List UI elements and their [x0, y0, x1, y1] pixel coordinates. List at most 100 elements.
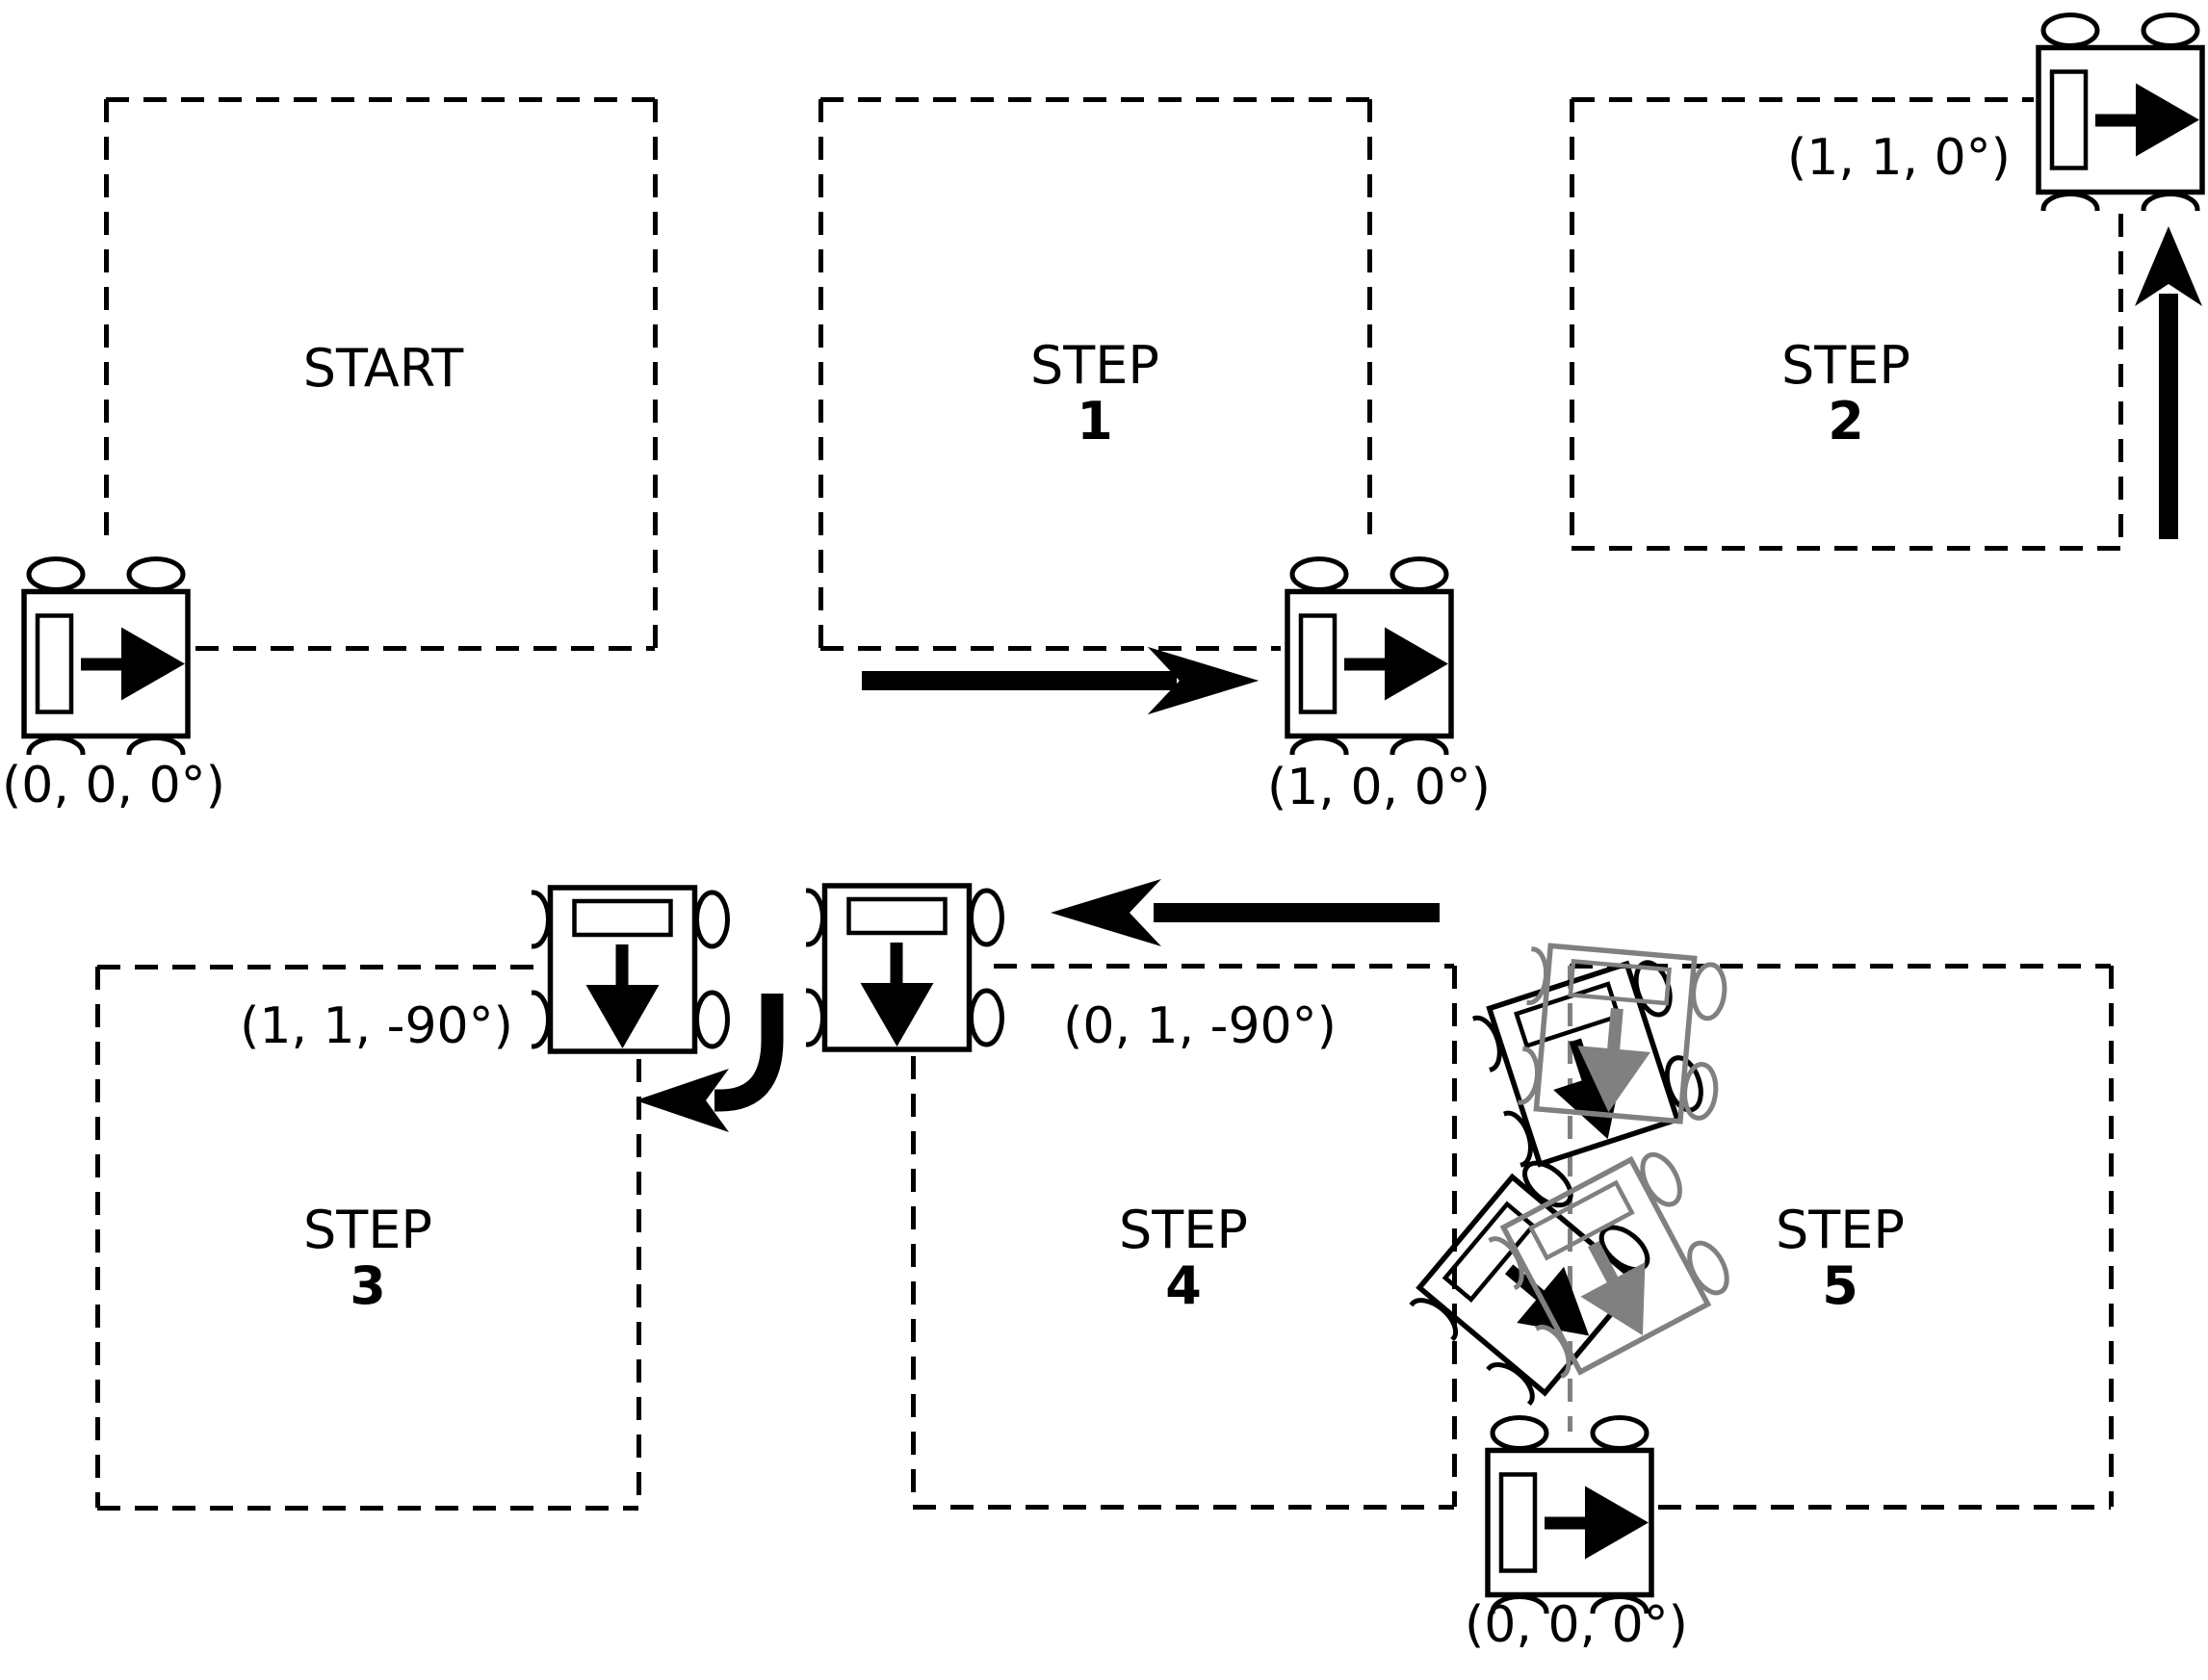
wheel-icon [1289, 556, 1349, 592]
start-pose-label: (0, 0, 0°) [2, 757, 225, 814]
wheel-icon [126, 556, 186, 592]
robot-body [1499, 1155, 1712, 1376]
step2-title: STEP [1781, 335, 1910, 396]
robot-step5-ghost-2 [1517, 943, 1727, 1124]
wheel-icon [1590, 1415, 1650, 1451]
wheel-icon [806, 888, 825, 947]
robot-step1 [1285, 556, 1454, 755]
step3-number: 3 [350, 1255, 386, 1316]
step1-square-top [820, 97, 1369, 102]
robot-step2 [2036, 13, 2205, 211]
heading-arrow-icon [1385, 627, 1448, 701]
robot-sensor [572, 898, 673, 938]
heading-arrow-shaft [1569, 1038, 1595, 1083]
heading-arrow-icon [1580, 1262, 1646, 1336]
heading-arrow-shaft [1588, 1240, 1620, 1284]
robot-step3 [532, 885, 730, 1054]
wheel-icon [532, 890, 551, 949]
step3-square-left [95, 967, 100, 1508]
robot-sensor [1527, 1179, 1635, 1261]
wheel-icon [1289, 736, 1349, 755]
start-square-top [106, 97, 655, 102]
wheel-icon [1390, 736, 1449, 755]
move-right-arrow [862, 647, 1259, 714]
step2-square-bottom [1572, 546, 2120, 551]
robot-sensor [1442, 1201, 1537, 1303]
start-title: START [302, 338, 464, 399]
move-up-arrow [2135, 226, 2202, 539]
step4-square-top [994, 964, 1454, 969]
robot-body [1416, 1173, 1642, 1397]
heading-arrow-shaft [81, 658, 123, 671]
heading-arrow-shaft [615, 944, 629, 987]
move-left-arrow [1051, 879, 1440, 946]
robot-body [1533, 943, 1698, 1124]
step2-number: 2 [1828, 391, 1864, 452]
wheel-icon [2141, 192, 2200, 211]
robot-step5-final [1485, 1415, 1654, 1614]
robot-sensor [1568, 959, 1672, 1006]
step4-square-left [911, 1056, 916, 1507]
heading-arrow-icon [1577, 1046, 1651, 1113]
step4-square-right [1452, 966, 1457, 1507]
robot-sensor [1498, 1472, 1538, 1573]
heading-arrow-icon [121, 627, 185, 701]
wheel-icon [1490, 1415, 1549, 1451]
heading-arrow-icon [585, 985, 660, 1048]
step4-number: 4 [1165, 1255, 1202, 1316]
heading-arrow-icon [1585, 1486, 1649, 1560]
robot-sensor [1298, 613, 1338, 714]
heading-arrow-shaft [1545, 1516, 1587, 1530]
heading-arrow-shaft [1344, 658, 1387, 671]
start-square-bottom [195, 646, 655, 651]
step1-title: STEP [1030, 335, 1159, 396]
step5-square-bottom [1658, 1505, 2111, 1510]
start-square-left [104, 99, 109, 539]
wheel-icon [806, 988, 825, 1047]
step3-pose-label: (1, 1, -90°) [240, 997, 513, 1055]
heading-arrow-shaft [890, 943, 903, 985]
wheel-icon [969, 888, 1004, 947]
step1-square-bottom [820, 646, 1281, 651]
robot-body [1486, 960, 1681, 1168]
rotate-arrow [636, 994, 784, 1132]
heading-arrow-icon [860, 983, 934, 1047]
step3-square-bottom [97, 1506, 638, 1511]
step1-number: 1 [1077, 391, 1113, 452]
step4-square-bottom [913, 1505, 1454, 1510]
robot-step5-ghost-4 [1485, 1151, 1729, 1380]
start-square-right [653, 99, 658, 648]
step4-title: STEP [1119, 1200, 1248, 1260]
robot-start [21, 556, 191, 755]
step2-square-left [1570, 99, 1574, 548]
heading-arrow-icon [2136, 83, 2199, 157]
step1-pose-label: (1, 0, 0°) [1267, 759, 1491, 816]
step4-pose-label: (0, 1, -90°) [1063, 997, 1337, 1055]
heading-arrow-icon [1517, 1266, 1590, 1336]
robot-step4 [806, 883, 1004, 1052]
step3-title: STEP [303, 1200, 432, 1260]
wheel-icon [2040, 192, 2100, 211]
heading-arrow-shaft [2095, 114, 2138, 127]
wheel-icon [532, 990, 551, 1049]
step3-square-top [97, 965, 561, 969]
step2-square-right [2118, 214, 2123, 548]
robot-sensor [846, 896, 948, 936]
step5-square-top [1570, 964, 2111, 969]
wheel-icon [694, 890, 730, 949]
step5-number: 5 [1822, 1255, 1858, 1316]
robot-sensor [35, 613, 74, 714]
heading-arrow-shaft [1607, 1008, 1624, 1052]
wheel-icon [1390, 556, 1449, 592]
step2-pose-label: (1, 1, 0°) [1787, 129, 2011, 187]
wheel-icon [26, 556, 86, 592]
step1-square-right [1367, 99, 1372, 534]
step5-title: STEP [1776, 1200, 1905, 1260]
wheel-icon [694, 990, 730, 1049]
step1-square-left [818, 99, 823, 648]
wheel-icon [126, 736, 186, 755]
step2-square-top [1572, 97, 2034, 102]
wheel-icon [969, 988, 1004, 1047]
